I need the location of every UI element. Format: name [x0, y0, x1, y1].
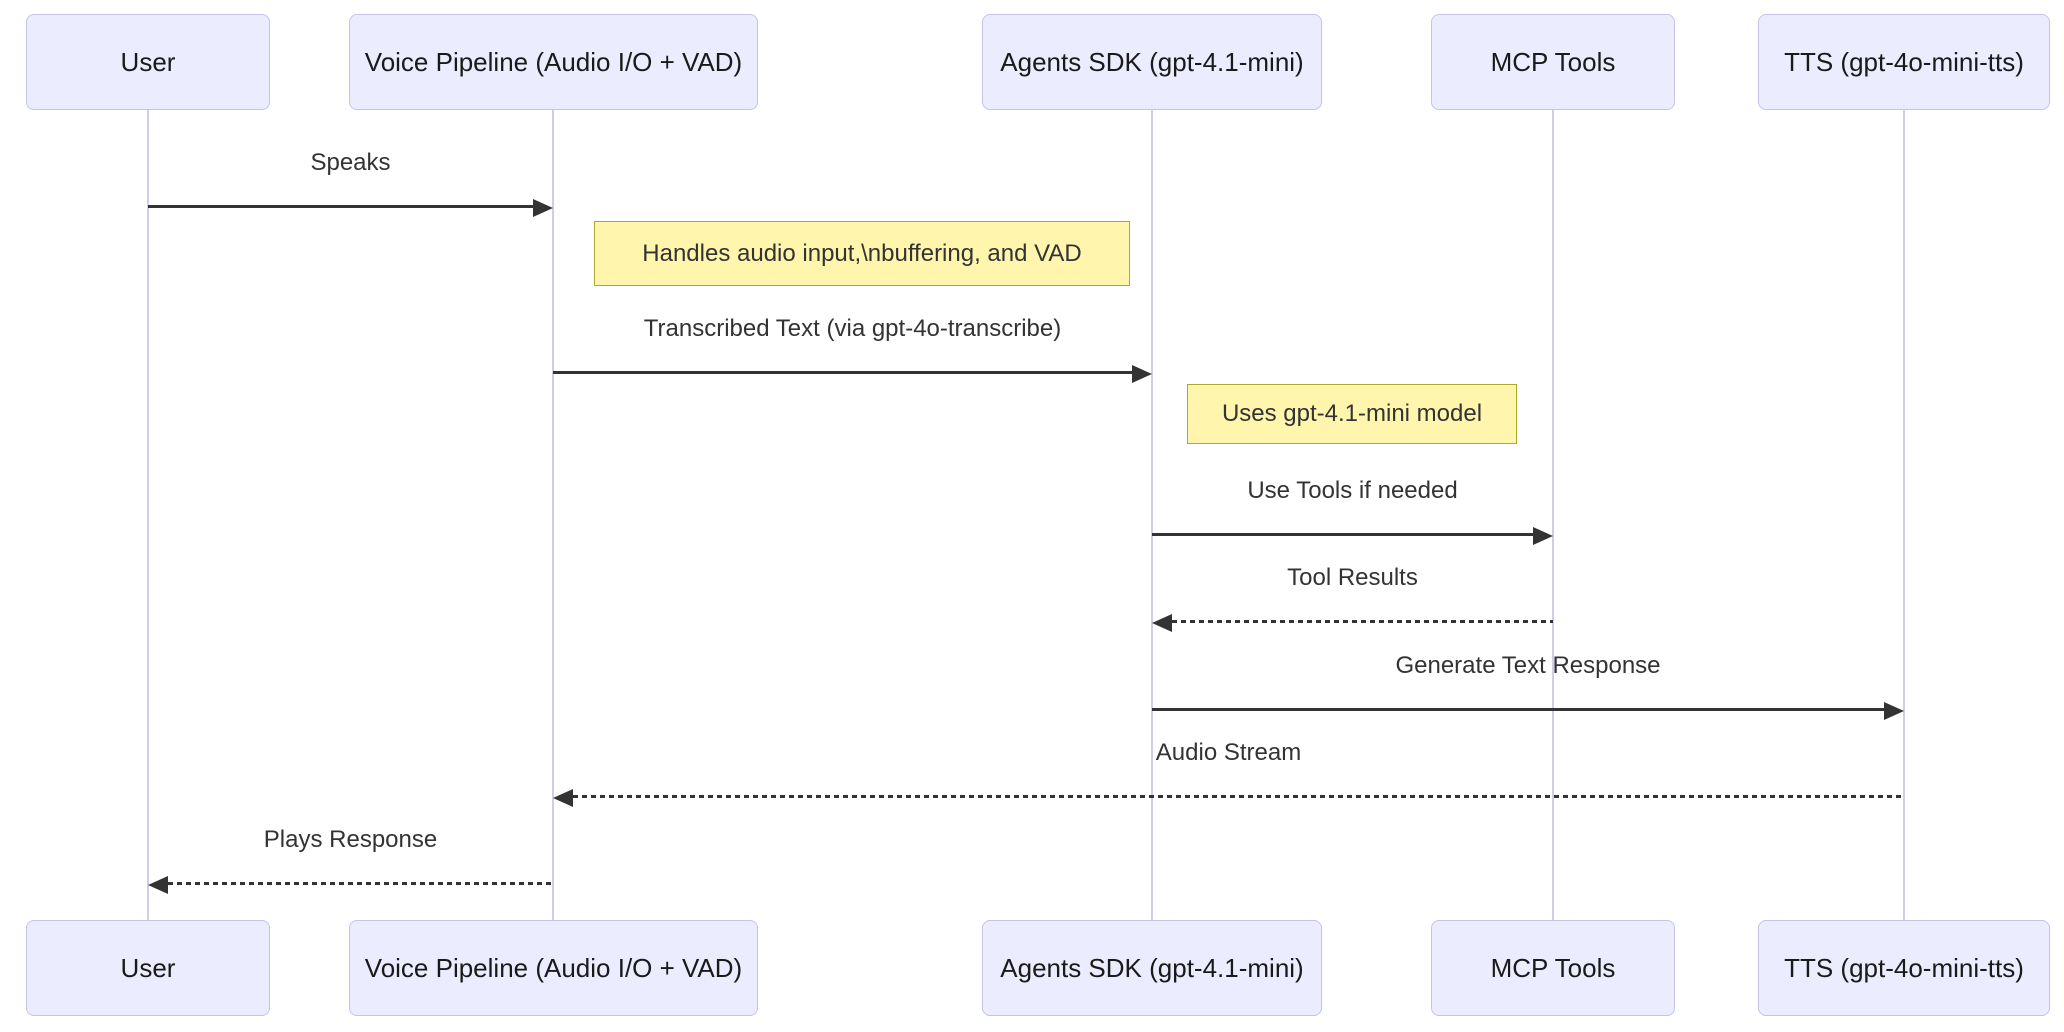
arrowhead-right-icon — [1884, 701, 1904, 720]
actor-top-voice-pipeline: Voice Pipeline (Audio I/O + VAD) — [349, 14, 758, 110]
actor-top-agents-sdk: Agents SDK (gpt-4.1-mini) — [982, 14, 1322, 110]
message-label-generate-text-response: Generate Text Response — [1395, 652, 1661, 679]
message-label-use-tools: Use Tools if needed — [1247, 477, 1458, 504]
note-uses-gpt-model: Uses gpt-4.1-mini model — [1187, 384, 1517, 444]
actor-top-tts: TTS (gpt-4o-mini-tts) — [1758, 14, 2050, 110]
message-arrow-plays-response — [168, 882, 553, 885]
message-arrow-generate-text-response — [1152, 708, 1886, 711]
message-arrow-audio-stream — [573, 795, 1904, 798]
arrowhead-left-icon — [148, 875, 168, 894]
arrowhead-right-icon — [533, 198, 553, 217]
actor-bottom-agents-sdk: Agents SDK (gpt-4.1-mini) — [982, 920, 1322, 1016]
actor-top-user: User — [26, 14, 270, 110]
message-arrow-use-tools — [1152, 533, 1535, 536]
message-label-speaks: Speaks — [310, 149, 391, 176]
actor-bottom-tts: TTS (gpt-4o-mini-tts) — [1758, 920, 2050, 1016]
message-label-tool-results: Tool Results — [1287, 564, 1418, 591]
message-label-plays-response: Plays Response — [263, 826, 438, 853]
arrowhead-left-icon — [553, 788, 573, 807]
actor-top-mcp-tools: MCP Tools — [1431, 14, 1675, 110]
message-arrow-speaks — [148, 205, 535, 208]
lifeline-tts — [1903, 110, 1905, 922]
arrowhead-right-icon — [1132, 364, 1152, 383]
lifeline-user — [147, 110, 149, 922]
arrowhead-right-icon — [1533, 526, 1553, 545]
lifeline-voice-pipeline — [552, 110, 554, 922]
lifeline-agents-sdk — [1151, 110, 1153, 922]
actor-bottom-user: User — [26, 920, 270, 1016]
actor-bottom-voice-pipeline: Voice Pipeline (Audio I/O + VAD) — [349, 920, 758, 1016]
lifeline-mcp-tools — [1552, 110, 1554, 922]
actor-bottom-mcp-tools: MCP Tools — [1431, 920, 1675, 1016]
message-arrow-transcribed-text — [553, 371, 1134, 374]
message-arrow-tool-results — [1172, 620, 1553, 623]
note-handles-audio-input: Handles audio input,\nbuffering, and VAD — [594, 221, 1130, 286]
arrowhead-left-icon — [1152, 613, 1172, 632]
message-label-audio-stream: Audio Stream — [1155, 739, 1302, 766]
message-label-transcribed-text: Transcribed Text (via gpt-4o-transcribe) — [643, 315, 1062, 342]
